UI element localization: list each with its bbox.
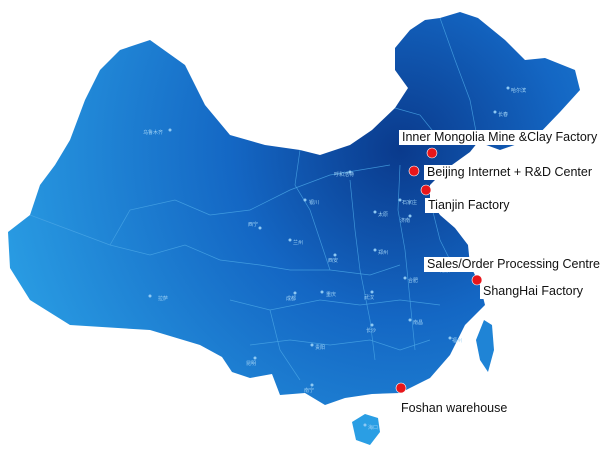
city-label: 重庆 xyxy=(326,291,336,298)
city-label: 南宁 xyxy=(304,387,314,394)
location-label-shanghai: ShangHai Factory xyxy=(480,284,587,299)
city-label: 呼和浩特 xyxy=(334,171,354,178)
location-label-beijing: Beijing Internet + R&D Center xyxy=(424,165,596,180)
city-label: 南昌 xyxy=(413,319,423,326)
mainland-shape xyxy=(8,12,580,405)
city-label: 银川 xyxy=(309,199,319,206)
city-label: 昆明 xyxy=(246,361,256,367)
location-markers xyxy=(395,147,483,394)
location-dot[interactable] xyxy=(471,274,483,286)
city-label: 长沙 xyxy=(366,327,376,334)
city-label: 海口 xyxy=(368,424,378,431)
location-label-tianjin: Tianjin Factory xyxy=(425,198,513,213)
location-dot[interactable] xyxy=(408,165,420,177)
city-label: 合肥 xyxy=(408,277,418,284)
hainan-shape xyxy=(352,414,380,445)
city-label: 石家庄 xyxy=(402,199,417,206)
city-label: 郑州 xyxy=(378,249,388,256)
city-label: 兰州 xyxy=(293,239,303,246)
province-borders xyxy=(29,17,479,381)
city-label: 济南 xyxy=(400,217,410,224)
city-label: 乌鲁木齐 xyxy=(143,129,163,136)
city-label: 太原 xyxy=(378,211,388,218)
location-label-sales-centre: Sales/Order Processing Centre xyxy=(424,257,600,272)
location-label-foshan: Foshan warehouse xyxy=(398,401,511,416)
location-label-inner-mongolia: Inner Mongolia Mine &Clay Factory xyxy=(399,130,600,145)
city-label: 哈尔滨 xyxy=(511,87,526,94)
location-dot[interactable] xyxy=(395,382,407,394)
city-label: 成都 xyxy=(286,295,296,302)
taiwan-shape xyxy=(476,320,494,372)
city-label: 长春 xyxy=(498,111,508,118)
city-label: 武汉 xyxy=(364,294,374,301)
capital-points xyxy=(148,86,510,427)
city-label: 西宁 xyxy=(248,221,258,228)
city-label: 西安 xyxy=(328,257,338,264)
location-dot[interactable] xyxy=(420,184,432,196)
location-dot[interactable] xyxy=(426,147,438,159)
city-label: 福州 xyxy=(452,337,462,344)
city-label: 拉萨 xyxy=(158,295,168,302)
city-label: 贵阳 xyxy=(315,344,325,351)
